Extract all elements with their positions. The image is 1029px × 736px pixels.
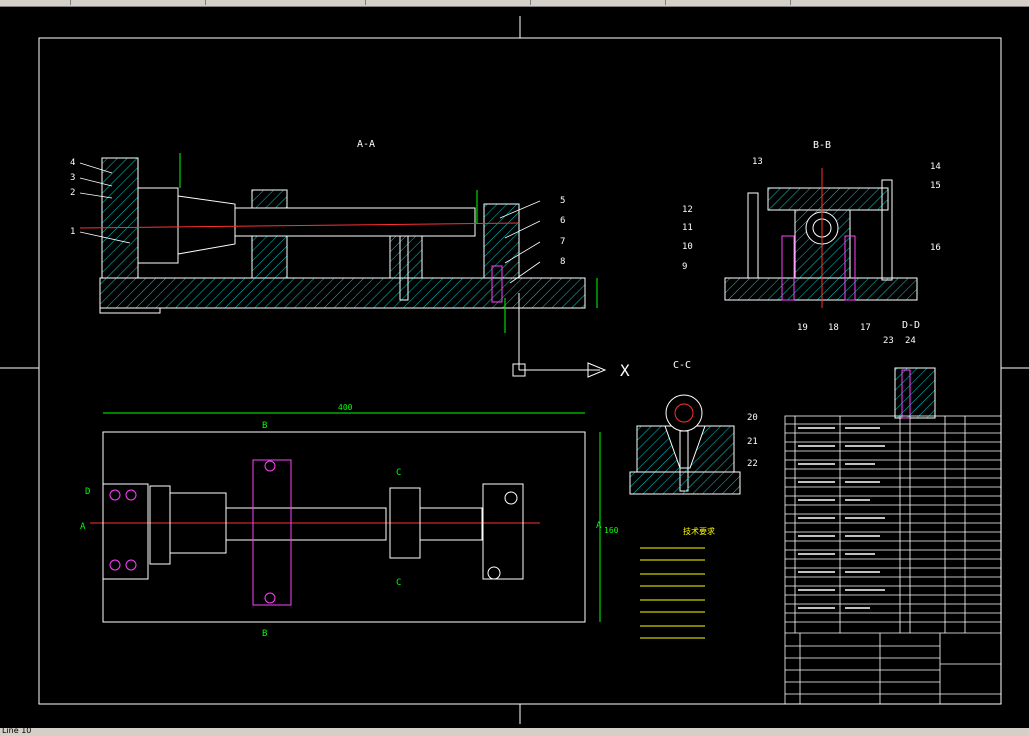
svg-text:A: A [596,521,602,531]
toolbar-separator [365,0,366,5]
svg-text:20: 20 [747,413,758,423]
view-label-aa: A-A [357,139,375,150]
cad-drawing: A-A 4 3 2 1 5 6 7 8 [0,16,1029,724]
svg-text:17: 17 [860,323,871,333]
toolbar-separator [530,0,531,5]
toolbar-separator [665,0,666,5]
drawing-canvas[interactable]: A-A 4 3 2 1 5 6 7 8 [0,8,1029,728]
svg-text:11: 11 [682,223,693,233]
leaders-aa [79,162,541,284]
dimension-height: 160 [604,526,619,535]
svg-text:8: 8 [560,257,565,267]
svg-text:13: 13 [752,157,763,167]
toolbar-separator [205,0,206,5]
svg-text:X: X [620,361,630,380]
svg-text:21: 21 [747,437,758,447]
svg-text:6: 6 [560,216,565,226]
view-label-bb: B-B [813,140,831,151]
svg-text:15: 15 [930,181,941,191]
dimension-width: 400 [338,403,353,412]
notes-title: 技术要求 [683,526,715,536]
svg-text:5: 5 [560,196,565,206]
section-view-cc: C-C 20 21 22 [629,360,758,495]
plan-view: 400 160 [90,403,619,623]
svg-text:D: D [85,487,90,497]
ucs-arrow-icon [587,362,607,378]
svg-text:18: 18 [828,323,839,333]
sheet-border [0,16,1029,724]
svg-text:16: 16 [930,243,941,253]
svg-text:1: 1 [70,227,75,237]
svg-text:4: 4 [70,158,75,168]
svg-text:10: 10 [682,242,693,252]
view-label-cc: C-C [673,360,691,371]
svg-text:24: 24 [905,336,916,346]
balloons-aa: 4 3 2 1 5 6 7 8 [70,158,565,267]
svg-text:23: 23 [883,336,894,346]
svg-text:C: C [396,578,401,588]
svg-text:3: 3 [70,173,75,183]
status-text: Line 10 [2,726,32,735]
section-view-aa: A-A [79,139,598,333]
balloons-bb: 13 14 15 12 11 10 9 16 19 18 17 [682,157,941,333]
technical-notes: 技术要求 [640,526,715,639]
view-label-dd: D-D [902,320,920,331]
svg-text:22: 22 [747,459,758,469]
section-marks: D A B B C C A [80,421,602,639]
ucs-icon: X [512,293,630,380]
section-view-dd: D-D 23 24 [883,320,936,419]
svg-text:A: A [80,522,86,532]
toolbar-separator [790,0,791,5]
svg-text:12: 12 [682,205,693,215]
svg-text:7: 7 [560,237,565,247]
svg-text:B: B [262,629,267,639]
svg-text:B: B [262,421,267,431]
svg-text:2: 2 [70,188,75,198]
svg-text:14: 14 [930,162,941,172]
svg-text:19: 19 [797,323,808,333]
title-block [784,415,1002,705]
section-view-bb: B-B [724,140,918,308]
window-toolbar [0,0,1029,7]
svg-text:C: C [396,468,401,478]
status-bar: Line 10 [0,726,1029,736]
toolbar-separator [70,0,71,5]
bom-text-marks [798,427,885,609]
svg-text:9: 9 [682,262,687,272]
